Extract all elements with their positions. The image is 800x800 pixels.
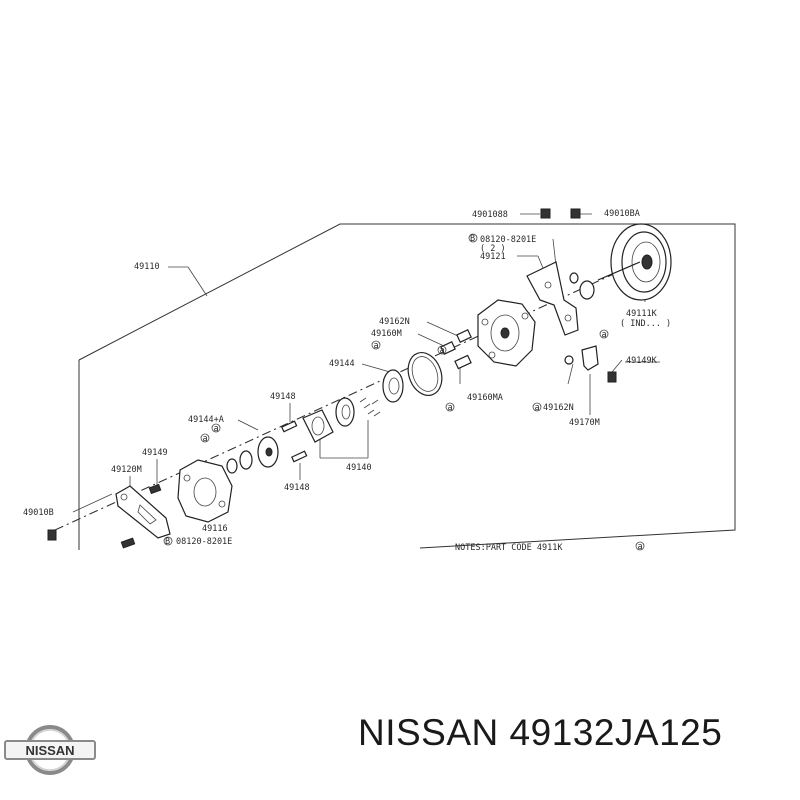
svg-text:a: a	[374, 341, 379, 351]
part-caption: NISSAN 49132JA125	[358, 712, 723, 753]
callout-ind: ( IND... )	[620, 319, 671, 329]
nissan-logo-text: NISSAN	[25, 743, 74, 758]
callout-49144: 49144	[329, 359, 355, 369]
callout-49144a: 49144+A	[188, 415, 224, 425]
callout-49148-a: 49148	[270, 392, 296, 402]
callout-4901088: 4901088	[472, 210, 508, 220]
pump-housing	[477, 299, 536, 367]
nissan-logo: NISSAN	[4, 725, 96, 775]
o-ring	[407, 352, 443, 396]
svg-text:a: a	[602, 330, 607, 340]
callout-49160m: 49160M	[371, 329, 402, 339]
svg-text:a: a	[535, 403, 540, 413]
cam-ring	[302, 369, 404, 443]
svg-text:a: a	[440, 346, 445, 356]
bracket-lower	[115, 485, 171, 539]
callout-49162n-b: 49162N	[543, 403, 574, 413]
callout-49149k: 49149K	[626, 356, 658, 366]
svg-text:B: B	[470, 234, 475, 244]
rear-housing	[177, 459, 233, 523]
callout-49162n-a: 49162N	[379, 317, 410, 327]
callout-49116: 49116	[202, 524, 228, 534]
pins	[281, 420, 308, 463]
callout-49121: 49121	[480, 252, 506, 262]
pulley	[597, 223, 672, 301]
leader-lines	[72, 213, 660, 521]
callout-08120-top: 08120-8201E	[480, 235, 536, 245]
callout-labels: 4901088 49010BA 08120-8201E ( 2 ) 49121 …	[23, 209, 671, 553]
svg-text:a: a	[214, 424, 219, 434]
callout-49140: 49140	[346, 463, 372, 473]
svg-text:B: B	[165, 537, 170, 547]
side-plate	[226, 436, 279, 474]
callout-49148-b: 49148	[284, 483, 310, 493]
lower-bolts	[47, 483, 162, 549]
assembly-axis	[54, 261, 641, 531]
top-bolts	[540, 208, 595, 300]
svg-text:a: a	[448, 403, 453, 413]
callout-qty-2: ( 2 )	[480, 244, 506, 254]
svg-text:a: a	[203, 434, 208, 444]
callout-08120-bot: 08120-8201E	[176, 537, 232, 547]
callout-49010b: 49010B	[23, 508, 54, 518]
bracket-upper	[526, 261, 579, 336]
callout-note: NOTES:PART CODE 4911K	[455, 543, 563, 553]
valves	[440, 329, 617, 383]
callout-49149: 49149	[142, 448, 168, 458]
svg-text:a: a	[638, 542, 643, 552]
reference-markers: a a a a a a B B a a	[163, 233, 645, 552]
callout-49160ma: 49160MA	[467, 393, 503, 403]
callout-49111k: 49111K	[626, 309, 658, 319]
callout-49010ba: 49010BA	[604, 209, 640, 219]
callout-49110: 49110	[134, 262, 160, 272]
callout-49170m: 49170M	[569, 418, 600, 428]
callout-49120m: 49120M	[111, 465, 142, 475]
diagram-frame	[78, 223, 736, 550]
